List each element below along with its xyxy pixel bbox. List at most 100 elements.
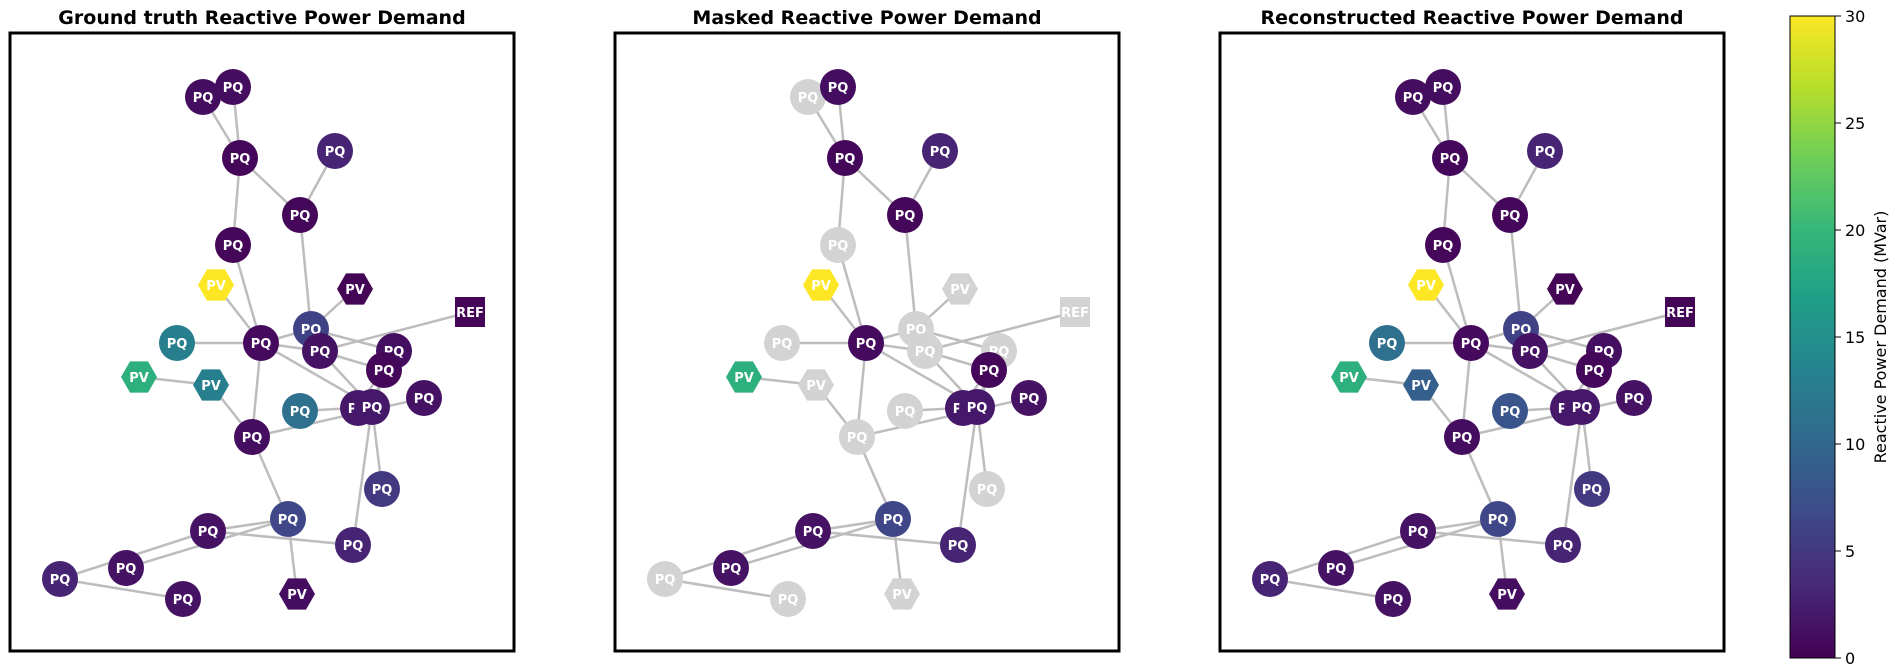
bus-node-pq: PQ [335, 527, 371, 563]
bus-node-pv: PV [193, 369, 229, 401]
node-type-label: PQ [1535, 145, 1556, 160]
node-type-label: PQ [1019, 392, 1040, 407]
colorbar-tick-label: 25 [1845, 114, 1865, 133]
node-marker [875, 501, 911, 537]
node-type-label: PQ [895, 405, 916, 420]
node-marker [1527, 133, 1563, 169]
bus-node-pq: PQ [215, 227, 251, 263]
graph-edge [251, 396, 425, 439]
bus-node-pq: PQ [215, 69, 251, 105]
node-type-label: PV [345, 283, 365, 298]
node-type-label: PQ [290, 209, 311, 224]
node-marker [647, 561, 683, 597]
node-type-label: PQ [930, 145, 951, 160]
node-marker [366, 352, 402, 388]
node-marker [1574, 471, 1610, 507]
node-marker [337, 273, 373, 305]
node-marker [406, 380, 442, 416]
panel-title: Masked Reactive Power Demand [692, 7, 1041, 29]
bus-node-pv: PV [121, 361, 157, 393]
graph-edge [59, 577, 184, 601]
node-type-label: PQ [1488, 513, 1509, 528]
bus-node-pv: PV [1403, 369, 1439, 401]
node-marker [1400, 513, 1436, 549]
node-marker [1489, 578, 1525, 610]
bus-node-pq: PQ [969, 471, 1005, 507]
bus-node-pq: PQ [234, 419, 270, 455]
node-type-label: PQ [772, 337, 793, 352]
node-marker [455, 297, 485, 327]
bus-node-pq: PQ [940, 527, 976, 563]
bus-node-pq: PQ [282, 393, 318, 429]
graph-edge [812, 529, 959, 547]
bus-node-pv: PV [942, 273, 978, 305]
node-type-label: PQ [173, 593, 194, 608]
node-type-label: PV [1416, 279, 1436, 294]
node-type-label: PQ [847, 431, 868, 446]
bus-node-pv: PV [1331, 361, 1367, 393]
colorbar-tick-label: 30 [1845, 7, 1865, 26]
node-marker [222, 140, 258, 176]
node-type-label: PQ [1553, 539, 1574, 554]
node-type-label: PV [206, 279, 226, 294]
bus-node-pq: PQ [1564, 389, 1600, 425]
node-type-label: PQ [895, 209, 916, 224]
bus-node-ref: REF [1060, 297, 1090, 327]
node-marker [282, 197, 318, 233]
graph-edge [664, 577, 789, 601]
node-type-label: PQ [193, 91, 214, 106]
node-marker [234, 419, 270, 455]
node-type-label: PQ [50, 573, 71, 588]
bus-node-pq: PQ [827, 140, 863, 176]
bus-node-pq: PQ [770, 581, 806, 617]
node-type-label: PQ [1433, 81, 1454, 96]
node-type-label: PV [1497, 588, 1517, 603]
bus-node-pq: PQ [1432, 140, 1468, 176]
bus-node-pq: PQ [364, 471, 400, 507]
node-type-label: PQ [198, 525, 219, 540]
node-marker [887, 393, 923, 429]
node-type-label: PV [1411, 379, 1431, 394]
bus-node-pq: PQ [713, 550, 749, 586]
bus-node-pq: PQ [366, 352, 402, 388]
node-marker [969, 471, 1005, 507]
bus-node-pq: PQ [790, 79, 826, 115]
bus-node-pq: PQ [165, 581, 201, 617]
node-marker [121, 361, 157, 393]
node-type-label: PQ [223, 81, 244, 96]
node-type-label: PQ [230, 152, 251, 167]
node-marker [354, 389, 390, 425]
node-marker [770, 581, 806, 617]
node-type-label: PQ [979, 364, 1000, 379]
node-type-label: PQ [977, 483, 998, 498]
node-marker [279, 578, 315, 610]
node-type-label: PQ [1500, 405, 1521, 420]
bus-node-pq: PQ [1574, 471, 1610, 507]
node-type-label: PQ [948, 539, 969, 554]
bus-node-ref: REF [455, 297, 485, 327]
bus-node-pq: PQ [108, 550, 144, 586]
node-marker [270, 501, 306, 537]
node-marker [1011, 380, 1047, 416]
bus-node-pq: PQ [971, 352, 1007, 388]
graph-edge [903, 214, 918, 330]
node-marker [1425, 227, 1461, 263]
colorbar-tick-label: 10 [1845, 435, 1865, 454]
node-marker [42, 561, 78, 597]
bus-node-pq: PQ [282, 197, 318, 233]
bus-node-pq: PQ [764, 325, 800, 361]
bus-node-pq: PQ [820, 69, 856, 105]
node-marker [1408, 269, 1444, 301]
bus-node-pq: PQ [1400, 513, 1436, 549]
node-type-label: PQ [223, 239, 244, 254]
bus-node-pq: PQ [270, 501, 306, 537]
bus-node-pq: PQ [1395, 79, 1431, 115]
node-marker [940, 527, 976, 563]
node-type-label: PV [129, 371, 149, 386]
node-marker [190, 513, 226, 549]
node-marker [317, 133, 353, 169]
node-type-label: PV [950, 283, 970, 298]
bus-node-pq: PQ [1369, 325, 1405, 361]
node-marker [907, 333, 943, 369]
panel-frame [613, 31, 1121, 653]
